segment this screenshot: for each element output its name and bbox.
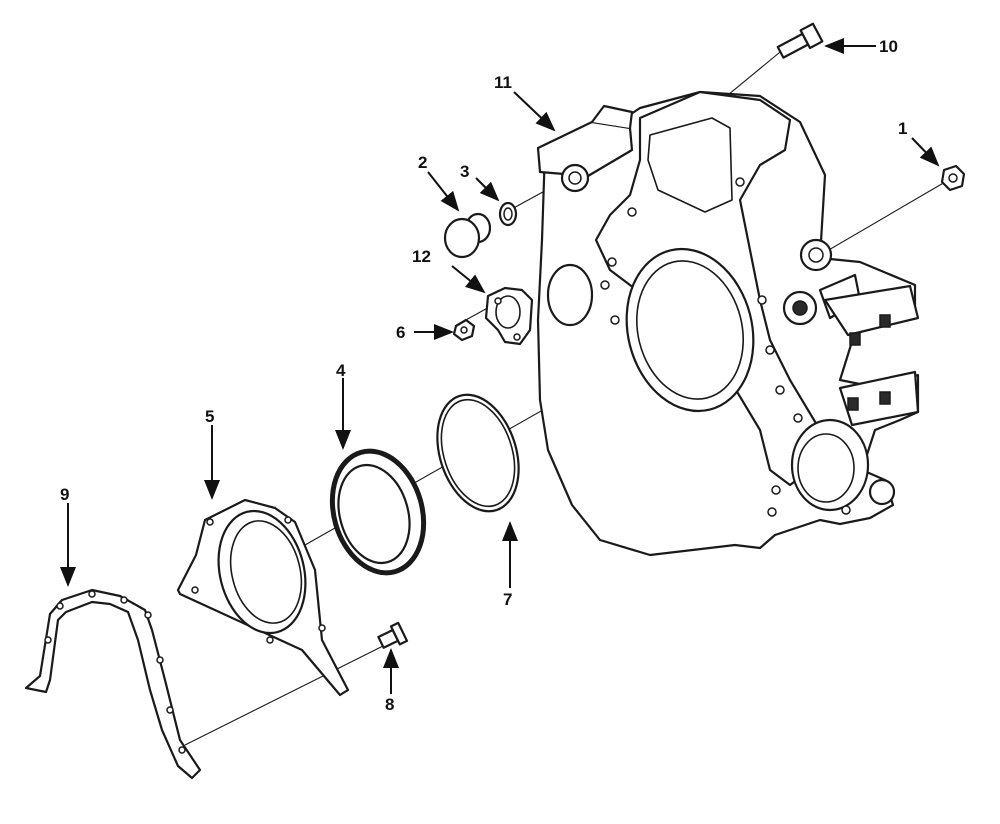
callout-label-2: 2	[418, 153, 427, 172]
flywheel-housing	[536, 90, 920, 557]
callout-labels: 1 2 3 4 5 6 7 8 9 10 11 12	[60, 37, 907, 714]
o-ring-large	[436, 393, 520, 513]
gasket	[24, 588, 202, 780]
cover-plate	[484, 286, 534, 346]
plug	[443, 212, 492, 259]
callout-label-4: 4	[336, 361, 346, 380]
callout-label-8: 8	[385, 695, 394, 714]
callout-label-10: 10	[879, 37, 898, 56]
callout-label-11: 11	[494, 73, 512, 92]
callout-label-9: 9	[60, 485, 69, 504]
callout-label-6: 6	[396, 323, 405, 342]
leader-arrows	[60, 38, 940, 694]
flange-bolt-holes	[600, 177, 851, 517]
housing-screw	[377, 621, 409, 649]
o-ring	[498, 201, 518, 227]
callout-label-7: 7	[503, 590, 512, 609]
rear-seal	[329, 448, 427, 576]
callout-label-5: 5	[205, 407, 214, 426]
flange-capscrew	[776, 22, 824, 59]
callout-label-3: 3	[460, 162, 469, 181]
callout-label-12: 12	[412, 247, 431, 266]
seal-housing	[176, 498, 350, 697]
callout-label-1: 1	[898, 119, 907, 138]
capscrew	[940, 164, 966, 192]
screw	[452, 318, 476, 342]
